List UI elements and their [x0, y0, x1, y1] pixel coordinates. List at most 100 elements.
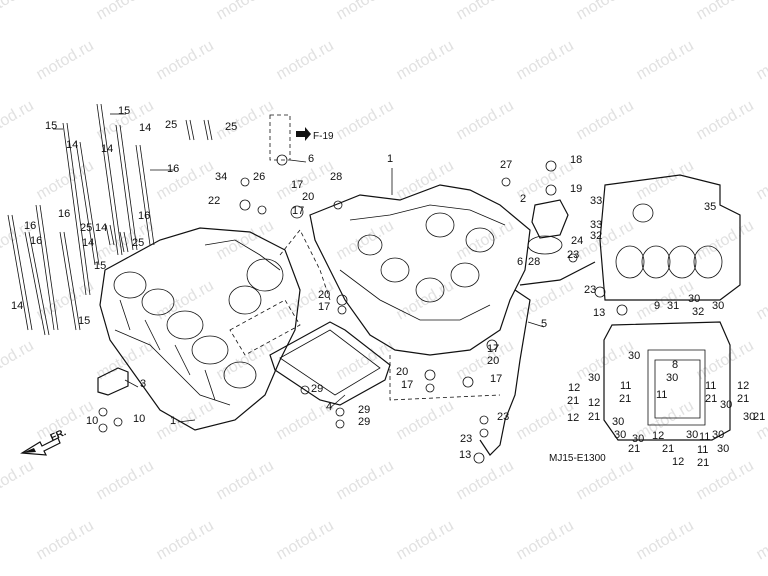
watermark-text: motod.ru: [94, 457, 157, 503]
callout-number: 21: [588, 411, 600, 423]
callout-number: 30: [686, 429, 698, 441]
watermark-text: motod.ru: [574, 0, 637, 23]
watermark-text: motod.ru: [154, 517, 217, 563]
callout-number: 24: [571, 235, 583, 247]
callout-number: 35: [704, 201, 716, 213]
callout-number: 16: [24, 220, 36, 232]
watermark-text: motod.ru: [274, 37, 337, 83]
callout-number: 18: [570, 154, 582, 166]
reference-f19: F-19: [296, 127, 334, 142]
callout-number: 11: [656, 389, 667, 401]
callout-number: 11: [699, 431, 710, 443]
callout-number: 22: [208, 195, 220, 207]
callout-number: 13: [593, 307, 605, 319]
watermark-text: motod.ru: [34, 157, 97, 203]
callout-number: 20: [396, 366, 408, 378]
callout-number: 20: [302, 191, 314, 203]
callout-number: 29: [311, 383, 323, 395]
watermark-text: motod.ru: [454, 97, 517, 143]
callout-number: 21: [753, 411, 765, 423]
oil-pipe-5: [479, 261, 596, 456]
callout-number: 21: [567, 395, 579, 407]
watermark-text: motod.ru: [394, 37, 457, 83]
oil-pan-4: [269, 321, 391, 406]
watermark-text: motod.ru: [34, 37, 97, 83]
callout-number: 23: [584, 284, 596, 296]
callout-number: 21: [619, 393, 631, 405]
callout-number: 15: [118, 105, 130, 117]
callout-number: 12: [652, 430, 664, 442]
callout-number: 25: [80, 222, 92, 234]
watermark-text: motod.ru: [154, 277, 217, 323]
callout-number: 30: [588, 372, 600, 384]
callout-number: 21: [628, 443, 640, 455]
callout-number: 11: [620, 380, 631, 392]
callout-number: 6: [517, 256, 523, 268]
callout-number: 33: [590, 219, 602, 231]
callout-number: 12: [568, 382, 580, 394]
callout-number: 16: [58, 208, 70, 220]
upper-case-view: [599, 174, 741, 301]
ref-f19-label: F-19: [313, 131, 334, 142]
watermark-text: motod.ru: [694, 0, 757, 23]
callout-number: 13: [459, 449, 471, 461]
callout-number: 20: [318, 289, 330, 301]
watermark-text: motod.ru: [394, 157, 457, 203]
callout-number: 12: [588, 397, 600, 409]
watermark-text: motod.ru: [694, 97, 757, 143]
watermark-text: motod.ru: [694, 337, 757, 383]
callout-number: 30: [720, 399, 732, 411]
watermark-text: motod.ru: [394, 517, 457, 563]
callout-number: 14: [101, 143, 113, 155]
watermark-text: motod.ru: [214, 457, 277, 503]
callout-number: 30: [743, 411, 755, 423]
watermark-text: motod.ru: [754, 277, 768, 323]
callout-number: 21: [737, 393, 749, 405]
callout-number: 17: [318, 301, 330, 313]
watermark-text: motod.ru: [0, 337, 37, 383]
watermark-text: motod.ru: [154, 37, 217, 83]
stud-bolts: [7, 103, 213, 336]
callout-number: 23: [497, 411, 509, 423]
callout-number: 27: [500, 159, 512, 171]
callout-number: 11: [697, 444, 708, 456]
callout-number: 30: [632, 433, 644, 445]
callout-number: 29: [358, 404, 370, 416]
callout-number: 20: [487, 355, 499, 367]
watermark-text: motod.ru: [0, 0, 37, 23]
callout-number: 23: [460, 433, 472, 445]
callout-number: 31: [667, 300, 679, 312]
watermark-text: motod.ru: [454, 337, 517, 383]
callout-number: 33: [590, 195, 602, 207]
watermark-text: motod.ru: [754, 517, 768, 563]
watermark-text: motod.ru: [694, 217, 757, 263]
callout-number: 11: [705, 380, 716, 392]
callout-number: 16: [30, 235, 42, 247]
watermark-text: motod.ru: [214, 0, 277, 23]
callout-number: 1: [170, 415, 176, 427]
callout-number: 9: [654, 300, 660, 312]
watermark-text: motod.ru: [754, 157, 768, 203]
callout-number: 32: [692, 306, 704, 318]
watermark-text: motod.ru: [454, 457, 517, 503]
callout-number: 30: [717, 443, 729, 455]
callout-number: 34: [215, 171, 227, 183]
cylinder-block-left: [99, 227, 301, 431]
watermark-text: motod.ru: [754, 37, 768, 83]
watermark-text: motod.ru: [0, 457, 37, 503]
watermark-text: motod.ru: [334, 0, 397, 23]
callout-number: 25: [132, 237, 144, 249]
watermark-text: motod.ru: [574, 97, 637, 143]
watermark-text: motod.ru: [154, 397, 217, 443]
callout-number: 17: [292, 205, 304, 217]
watermark-text: motod.ru: [454, 0, 517, 23]
callout-number: 16: [167, 163, 179, 175]
leader-lines: [53, 113, 545, 423]
watermark-text: motod.ru: [334, 457, 397, 503]
callout-number: 14: [66, 139, 78, 151]
watermark-text: motod.ru: [214, 97, 277, 143]
watermark-text: motod.ru: [514, 517, 577, 563]
callout-number: 2: [520, 193, 526, 205]
callout-number: 5: [541, 318, 547, 330]
